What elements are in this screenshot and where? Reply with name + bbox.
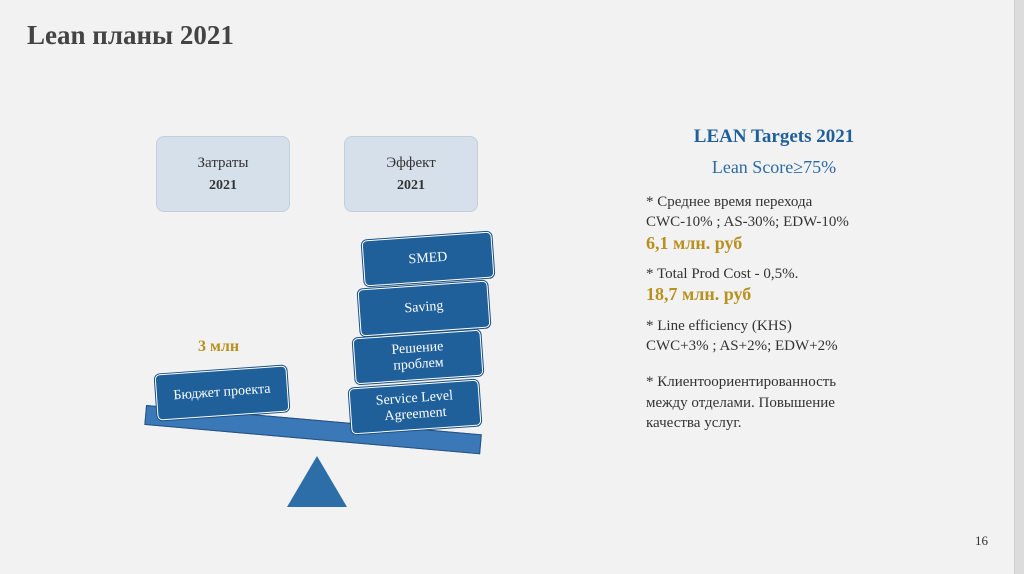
stack-box-smed: SMED xyxy=(361,231,495,287)
slide-title: Lean планы 2021 xyxy=(27,20,234,50)
target-text: * Line efficiency (KHS) xyxy=(646,317,792,334)
costs-label: Затраты xyxy=(197,154,249,171)
target-text: CWC+3% ; AS+2%; EDW+2% xyxy=(646,338,838,355)
target-text: * Total Prod Cost - 0,5%. xyxy=(646,266,799,283)
target-text: между отделами. Повышение xyxy=(646,394,835,411)
effect-box: Эффект 2021 xyxy=(344,136,478,212)
target-item: * Среднее время перехода CWC-10% ; AS-30… xyxy=(646,192,986,254)
budget-box: Бюджет проекта xyxy=(154,365,290,421)
page-number: 16 xyxy=(975,533,988,548)
scale-fulcrum xyxy=(287,456,347,507)
target-amount: 18,7 млн. руб xyxy=(646,284,752,305)
stack-box-saving: Saving xyxy=(357,280,491,337)
target-amount: 6,1 млн. руб xyxy=(646,232,743,253)
costs-year: 2021 xyxy=(209,177,237,193)
targets-panel: LEAN Targets 2021 Lean Score≥75% * Средн… xyxy=(646,126,986,443)
target-text: качества услуг. xyxy=(646,414,742,431)
targets-list: * Среднее время перехода CWC-10% ; AS-30… xyxy=(646,192,986,433)
slide-edge xyxy=(1014,0,1024,574)
target-text: CWC-10% ; AS-30%; EDW-10% xyxy=(646,214,849,231)
stack-box-problem-solving: Решение проблем xyxy=(352,329,484,385)
target-item: * Total Prod Cost - 0,5%. 18,7 млн. руб xyxy=(646,264,986,306)
stack-box-sla: Service Level Agreement xyxy=(348,379,482,435)
effect-year: 2021 xyxy=(397,177,425,193)
targets-subheading: Lean Score≥75% xyxy=(711,157,837,177)
targets-heading: LEAN Targets 2021 xyxy=(693,126,855,147)
target-text: * Среднее время перехода xyxy=(646,194,813,210)
target-text: * Клиентоориентированность xyxy=(646,374,837,391)
budget-amount: 3 млн xyxy=(198,338,240,355)
target-item: * Line efficiency (KHS) CWC+3% ; AS+2%; … xyxy=(646,316,986,357)
target-item: * Клиентоориентированность между отделам… xyxy=(646,372,986,433)
effect-label: Эффект xyxy=(386,154,436,171)
costs-box: Затраты 2021 xyxy=(156,136,290,212)
